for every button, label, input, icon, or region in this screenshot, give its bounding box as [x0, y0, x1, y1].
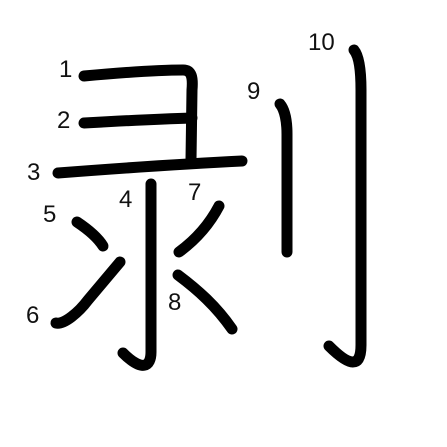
stroke-number-10: 10	[308, 29, 335, 56]
stroke-9	[274, 98, 293, 258]
stroke-number-3: 3	[27, 159, 40, 186]
stroke-number-9: 9	[247, 78, 260, 105]
stroke-4	[117, 178, 157, 371]
stroke-number-1: 1	[59, 56, 72, 83]
stroke-1	[78, 64, 198, 166]
stroke-3	[52, 155, 248, 179]
stroke-number-2: 2	[57, 107, 70, 134]
stroke-number-5: 5	[43, 201, 56, 228]
stroke-10	[323, 44, 367, 368]
stroke-8	[172, 269, 238, 335]
stroke-number-8: 8	[168, 289, 181, 316]
stroke-number-7: 7	[188, 179, 201, 206]
stroke-2	[78, 112, 198, 129]
stroke-number-6: 6	[26, 302, 39, 329]
stroke-5	[71, 216, 109, 252]
stroke-number-4: 4	[119, 186, 132, 213]
character-strokes	[50, 44, 367, 371]
stroke-6	[50, 256, 126, 329]
stroke-7	[173, 200, 225, 258]
stroke-number-labels: 1 2 3 4 5 6 7 8 9 10	[26, 29, 335, 329]
